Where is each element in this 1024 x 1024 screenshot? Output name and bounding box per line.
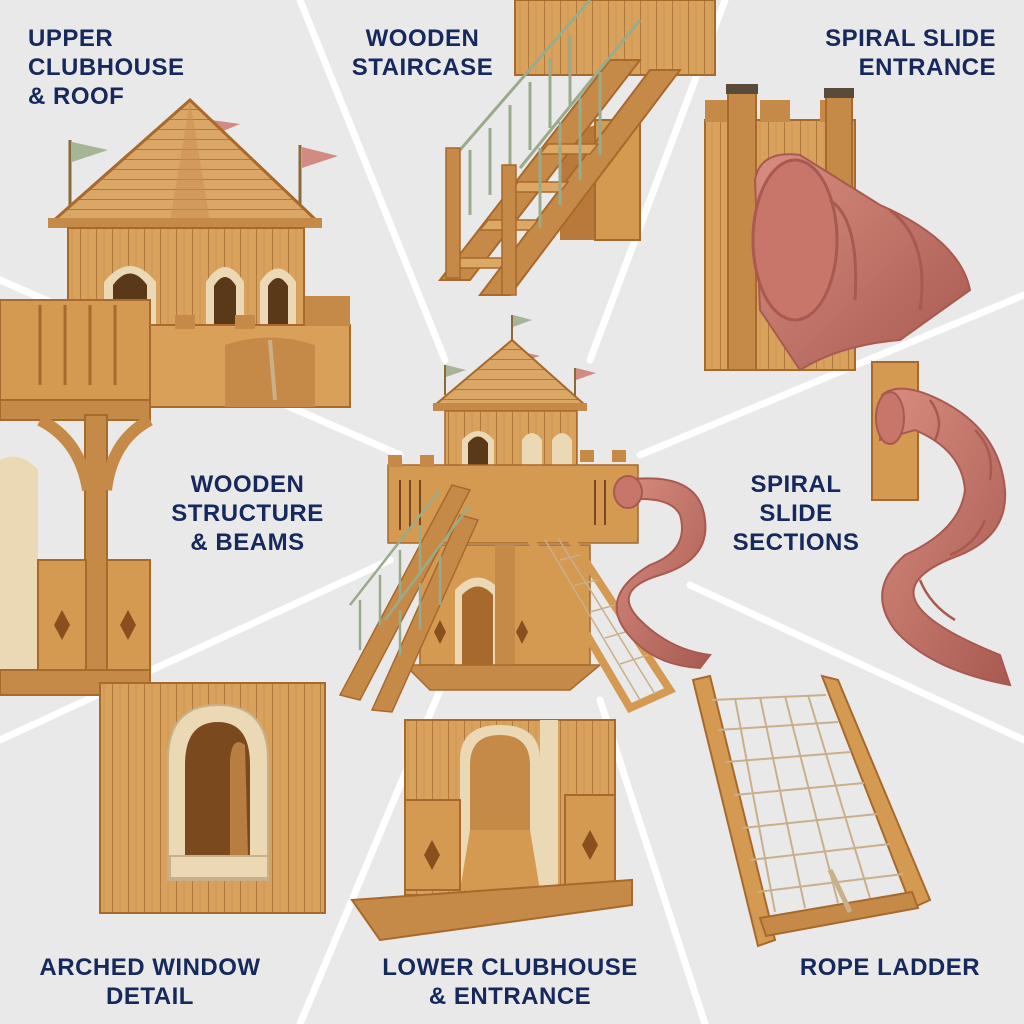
label-upper-clubhouse: UPPER CLUBHOUSE & ROOF bbox=[28, 25, 185, 110]
label-spiral-slide-entrance: SPIRAL SLIDE ENTRANCE bbox=[825, 25, 996, 81]
upper-clubhouse-illustration bbox=[48, 97, 351, 408]
lower-clubhouse-illustration bbox=[350, 719, 633, 942]
rope-ladder-illustration bbox=[691, 674, 932, 948]
slide-entrance-illustration bbox=[704, 84, 972, 372]
assembled-playset-illustration bbox=[338, 315, 712, 714]
label-wooden-structure: WOODEN STRUCTURE & BEAMS bbox=[171, 471, 324, 556]
wooden-structure-illustration bbox=[0, 299, 153, 696]
wooden-staircase-illustration bbox=[437, 0, 716, 296]
label-wooden-staircase: WOODEN STAIRCASE bbox=[351, 25, 494, 81]
slide-sections-illustration bbox=[871, 361, 1012, 687]
label-rope-ladder: ROPE LADDER bbox=[799, 954, 981, 981]
label-arched-window: ARCHED WINDOW DETAIL bbox=[39, 954, 261, 1010]
arched-window-illustration bbox=[99, 682, 326, 914]
label-spiral-slide-sections: SPIRAL SLIDE SECTIONS bbox=[732, 471, 860, 556]
label-lower-clubhouse: LOWER CLUBHOUSE & ENTRANCE bbox=[382, 954, 638, 1010]
